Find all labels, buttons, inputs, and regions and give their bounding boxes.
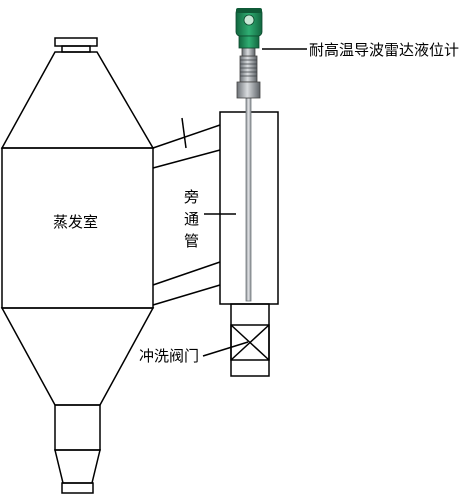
- probe-rod: [245, 97, 252, 302]
- radar-level-meter: [235, 8, 263, 302]
- bottom-outlet: [54, 404, 101, 494]
- bypass-label-char-1: 旁: [184, 188, 199, 206]
- top-flange: [54, 37, 98, 53]
- evaporator-upper-cone: [0, 51, 155, 149]
- display-window-icon: [243, 14, 255, 26]
- lower-connecting-pipe: [152, 261, 221, 306]
- evaporator-lower-cone: [0, 307, 155, 406]
- flush-valve: [230, 303, 270, 377]
- level-meter-label: 耐高温导波雷达液位计: [309, 41, 459, 59]
- bypass-label-char-2: 通: [184, 210, 199, 228]
- upper-connecting-pipe: [152, 117, 221, 169]
- bypass-label-char-3: 管: [184, 232, 199, 250]
- process-connection: [236, 81, 261, 99]
- flush-valve-label: 冲洗阀门: [139, 347, 199, 365]
- valve-leader-line: [202, 341, 249, 357]
- evaporator-label: 蒸发室: [53, 213, 98, 231]
